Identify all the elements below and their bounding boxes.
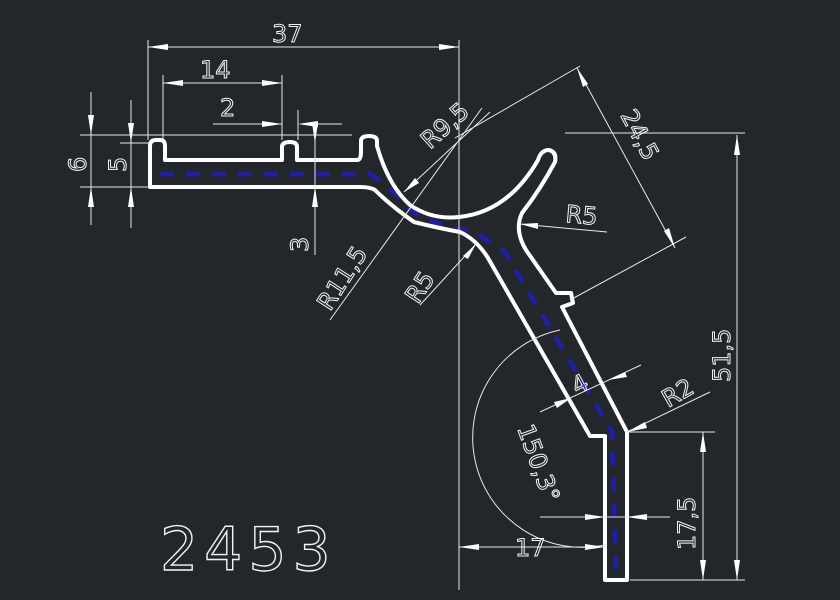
dim-radius-corner: R2 — [657, 373, 699, 413]
dim-arm-thickness: 4 — [567, 368, 594, 400]
dim-angle: 150,3° — [511, 420, 565, 505]
dim-radius-inner-bend: R5 — [400, 266, 441, 308]
dim-wall-top: 3 — [286, 237, 314, 252]
dim-flange-inner: 5 — [104, 157, 132, 172]
dim-leg-height: 17,5 — [673, 497, 701, 550]
part-number-label: 2453 — [160, 515, 337, 585]
dimension-labels: 37 14 2 6 5 3 R9,5 R11,5 R5 24,5 R5 51,5… — [64, 20, 737, 563]
section-hatch — [160, 171, 619, 576]
dim-leg-offset: 17 — [515, 534, 546, 562]
dim-slot-width: 2 — [220, 94, 235, 122]
dim-radius-lobe: R5 — [564, 200, 598, 231]
dim-radius-cup: R9,5 — [415, 97, 474, 155]
extrusion-profile — [148, 134, 629, 582]
dim-flange-outer: 6 — [64, 157, 92, 172]
dim-arm-length: 24,5 — [615, 105, 665, 165]
dimension-arrows — [88, 44, 740, 580]
dim-overall-width: 37 — [272, 20, 303, 48]
dim-slot-spacing: 14 — [200, 56, 231, 84]
dim-radius-outer-bend: R11,5 — [312, 241, 374, 315]
dim-overall-height: 51,5 — [708, 329, 736, 382]
